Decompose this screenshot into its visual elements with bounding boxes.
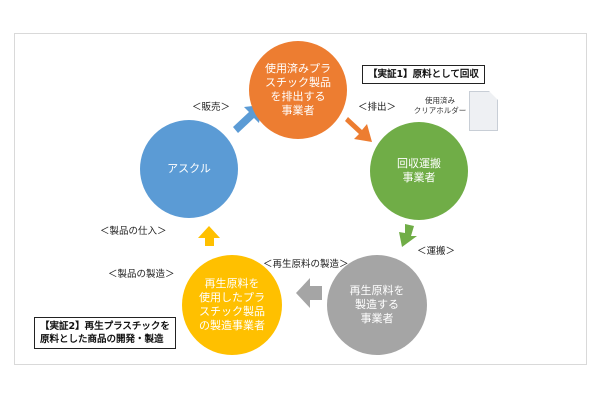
arrow-purchase xyxy=(198,226,220,246)
label-sales: ＜販売＞ xyxy=(192,102,231,113)
arrow-discharge xyxy=(345,117,372,142)
arrow-recycled-mfg xyxy=(296,278,322,308)
node-askul: アスクル xyxy=(140,120,238,218)
clear-folder-label: 使用済み クリアホルダー xyxy=(413,96,467,115)
label-discharge: ＜排出＞ xyxy=(358,102,397,113)
label-transport: ＜運搬＞ xyxy=(417,246,456,257)
label-product-mfg: ＜製品の製造＞ xyxy=(108,269,175,280)
node-recycler: 再生原料を 製造する 事業者 xyxy=(327,255,427,355)
label-purchase: ＜製品の仕入＞ xyxy=(100,226,167,237)
label-recycled-mfg: ＜再生原料の製造＞ xyxy=(263,259,349,270)
node-emitter: 使用済みプラ スチック製品 を排出する 事業者 xyxy=(249,41,347,139)
clear-folder-icon xyxy=(469,91,498,131)
arrow-transport-shape xyxy=(399,224,417,247)
node-maker: 再生原料を 使用したプラ スチック製品 の製造事業者 xyxy=(182,255,282,355)
demo1-box: 【実証1】原料として回収 xyxy=(362,65,485,84)
demo2-box: 【実証2】再生プラスチックを 原料とした商品の開発・製造 xyxy=(34,317,176,349)
node-transport: 回収運搬 事業者 xyxy=(370,122,468,220)
